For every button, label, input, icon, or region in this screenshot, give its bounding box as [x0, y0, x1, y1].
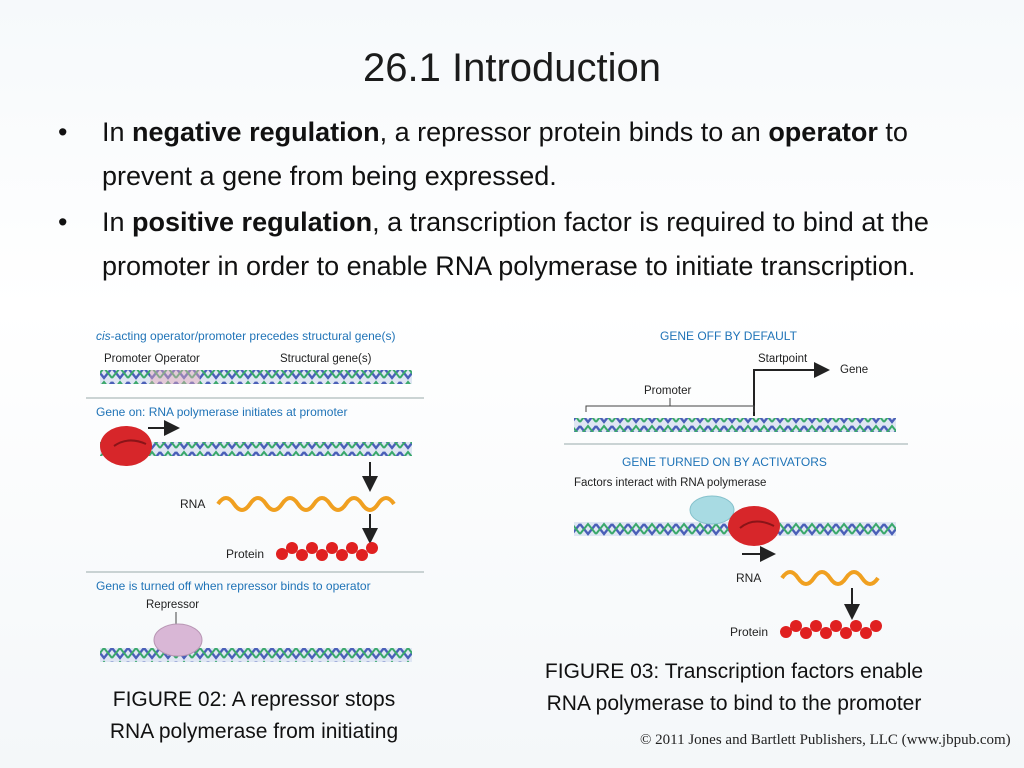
fig2-section-gene-on: Gene on: RNA polymerase initiates at pro… [96, 405, 347, 419]
fig3-label-gene: Gene [840, 364, 868, 376]
bullet-term: operator [768, 117, 878, 147]
bullet-positive-regulation: • In positive regulation, a transcriptio… [58, 200, 958, 288]
fig2-protein-chain [276, 542, 378, 561]
rna-polymerase-groove [113, 439, 147, 447]
bullet-text: In [102, 117, 133, 147]
bullet-text: , a repressor protein binds to an [379, 117, 769, 147]
fig3-label-rna: RNA [736, 571, 761, 585]
activator-factor [689, 495, 735, 525]
figure-03-caption: FIGURE 03: Transcription factors enable … [488, 656, 980, 720]
fig2-header: cis-acting operator/promoter precedes st… [96, 329, 395, 343]
figure-02-caption: FIGURE 02: A repressor stops RNA polymer… [64, 684, 444, 748]
caption-line: RNA polymerase from initiating [109, 720, 399, 743]
fig3-dna-1 [574, 418, 896, 432]
fig3-rna-strand [780, 570, 880, 586]
fig3-label-startpoint: Startpoint [758, 353, 808, 365]
fig3-section-on: GENE TURNED ON BY ACTIVATORS [622, 455, 827, 469]
fig2-rna-strand [216, 496, 396, 512]
caption-line: FIGURE 03: Transcription factors enable [544, 660, 924, 683]
bullet-dot: • [58, 207, 68, 237]
rna-polymerase [100, 426, 152, 466]
fig3-startpoint-arrow [753, 362, 830, 416]
figure-02-diagram: cis-acting operator/promoter precedes st… [86, 329, 424, 662]
bullet-text: to prevent a gene from being expressed. [102, 117, 908, 191]
bullet-term: negative regulation [132, 117, 380, 147]
caption-line: RNA polymerase to bind to the promoter [546, 692, 922, 715]
figure-03-diagram: GENE OFF BY DEFAULT Startpoint Gene Prom… [564, 329, 908, 639]
fig3-label-factors: Factors interact with RNA polymerase [574, 477, 766, 489]
fig2-label-rna: RNA [180, 497, 205, 511]
repressor-protein [153, 623, 203, 657]
rna-polymerase [728, 506, 780, 546]
fig3-promoter-bracket [585, 398, 755, 412]
rna-polymerase-groove [739, 520, 775, 529]
fig2-label-promoter-operator: Promoter Operator [104, 353, 200, 365]
fig3-protein-chain [780, 620, 882, 639]
fig2-promoter-region [150, 370, 200, 384]
bullet-list: • In negative regulation, a repressor pr… [58, 110, 958, 290]
caption-line: FIGURE 02: A repressor stops [112, 688, 396, 711]
bullet-text: In [102, 207, 133, 237]
bullet-dot: • [58, 117, 68, 147]
fig2-dna-3 [100, 648, 412, 662]
bullet-text: , a transcription factor is required to … [102, 207, 929, 281]
bullet-negative-regulation: • In negative regulation, a repressor pr… [58, 110, 958, 198]
fig2-label-protein: Protein [226, 547, 264, 561]
slide-title: 26.1 Introduction [363, 46, 661, 90]
fig2-dna-1 [100, 370, 412, 384]
bullet-term: positive regulation [132, 207, 373, 237]
fig3-label-protein: Protein [730, 625, 768, 639]
fig3-label-promoter: Promoter [644, 385, 691, 397]
fig2-label-structural: Structural gene(s) [280, 353, 372, 365]
copyright-notice: © 2011 Jones and Bartlett Publishers, LL… [640, 732, 1011, 748]
fig2-dna-2 [100, 442, 412, 456]
fig2-label-repressor: Repressor [146, 599, 199, 611]
fig3-section-off: GENE OFF BY DEFAULT [660, 329, 798, 343]
fig2-section-gene-off: Gene is turned off when repressor binds … [96, 579, 371, 593]
